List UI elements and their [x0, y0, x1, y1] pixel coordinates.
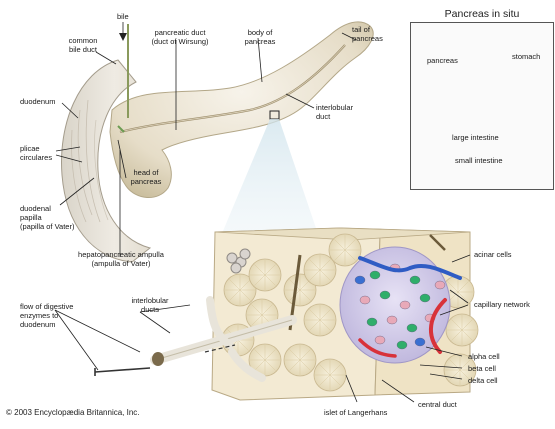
label-duodenal-papilla: duodenal papilla (papilla of Vater) — [20, 204, 74, 231]
islet-cell — [370, 271, 380, 279]
label-plicae-circulares: plicae circulares — [20, 144, 52, 162]
label-hepatopancreatic-ampulla: hepatopancreatic ampulla (ampulla of Vat… — [66, 250, 176, 268]
label-tail-of-pancreas: tail of pancreas — [352, 25, 383, 43]
inset-label-stomach: stomach — [512, 52, 540, 61]
islet-cell — [415, 338, 425, 346]
inset-title: Pancreas in situ — [410, 8, 554, 20]
label-alpha-cell: alpha cell — [468, 352, 500, 361]
label-acinar-cells: acinar cells — [474, 250, 512, 259]
label-common-bile-duct: common bile duct — [58, 36, 108, 54]
inset-label-small-intestine: small intestine — [455, 156, 503, 165]
label-beta-cell: beta cell — [468, 364, 496, 373]
label-flow-of-digestive-enzymes: flow of digestive enzymes to duodenum — [20, 302, 73, 329]
islet-cell — [367, 318, 377, 326]
label-duodenum: duodenum — [20, 97, 55, 106]
label-pancreatic-duct: pancreatic duct (duct of Wirsung) — [140, 28, 220, 46]
label-capillary-network: capillary network — [474, 300, 530, 309]
label-interlobular-ducts: interlobular ducts — [120, 296, 180, 314]
label-interlobular-duct: interlobular duct — [316, 103, 353, 121]
label-head-of-pancreas: head of pancreas — [124, 168, 168, 186]
islet-cell — [407, 324, 417, 332]
islet-cell — [410, 276, 420, 284]
label-body-of-pancreas: body of pancreas — [236, 28, 284, 46]
label-central-duct: central duct — [418, 400, 457, 409]
islet-cell — [420, 294, 430, 302]
inset-label-large-intestine: large intestine — [452, 133, 499, 142]
label-delta-cell: delta cell — [468, 376, 498, 385]
islet-cell — [387, 316, 397, 324]
islet-cell — [380, 291, 390, 299]
bile-arrow-head — [119, 33, 127, 41]
islet-cell — [435, 281, 445, 289]
label-bile: bile — [117, 12, 129, 21]
inset-label-pancreas: pancreas — [427, 56, 458, 65]
copyright-notice: © 2003 Encyclopædia Britannica, Inc. — [6, 408, 140, 417]
islet-cell — [360, 296, 370, 304]
islet-cell — [375, 336, 385, 344]
islet-cell — [400, 301, 410, 309]
label-islet-of-langerhans: islet of Langerhans — [324, 408, 387, 417]
islet-cell — [355, 276, 365, 284]
islet-cell — [397, 341, 407, 349]
